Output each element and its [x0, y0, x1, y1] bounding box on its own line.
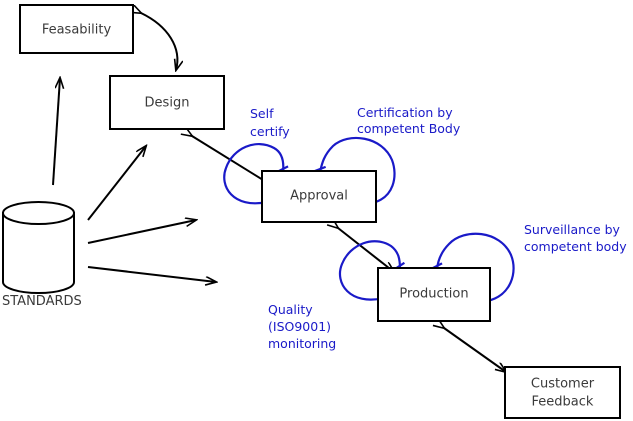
label-self-certify: Self certify — [250, 106, 290, 139]
standards-label: STANDARDS — [2, 294, 82, 309]
standards-cylinder-top — [2, 201, 75, 225]
loop-self-certify — [223, 143, 283, 205]
label-certification-competent-body: Certification by competent Body — [357, 105, 461, 136]
edge-standards-feasability — [52, 78, 60, 186]
customer-feedback-label-line2: Feedback — [532, 395, 594, 410]
surveillance-line2: competent body — [524, 239, 627, 254]
production-box[interactable] — [377, 267, 491, 322]
edge-approval-production — [338, 228, 394, 272]
self-certify-line2: certify — [250, 124, 290, 139]
quality-line2: (ISO9001) — [268, 319, 331, 334]
feasability-box[interactable] — [19, 4, 134, 54]
node-production[interactable]: Production — [377, 267, 491, 322]
node-standards[interactable]: STANDARDS — [1, 201, 82, 309]
surveillance-line1: Surveillance by — [524, 222, 621, 237]
edge-standards-design — [87, 146, 146, 221]
quality-line3: monitoring — [268, 336, 336, 351]
loop-quality-monitoring — [338, 240, 400, 301]
feasability-label: Feasability — [42, 23, 112, 38]
loop-surveillance-competent-body — [437, 232, 515, 303]
edge-standards-approval — [87, 220, 196, 244]
approval-box[interactable] — [261, 170, 377, 223]
loop-certification-competent-body — [320, 136, 396, 205]
approval-label: Approval — [290, 189, 348, 204]
certification-line2: competent Body — [357, 121, 461, 136]
customer-feedback-label-line1: Customer — [531, 377, 595, 392]
design-box[interactable] — [109, 75, 225, 130]
edge-standards-production — [87, 266, 216, 282]
node-design[interactable]: Design — [109, 75, 225, 130]
label-surveillance-competent-body: Surveillance by competent body — [524, 222, 627, 254]
edge-feasability-design — [141, 13, 177, 70]
standards-cylinder-body[interactable] — [1, 212, 75, 294]
customer-feedback-box[interactable] — [504, 366, 621, 419]
edge-production-customer-feedback — [444, 328, 506, 372]
quality-line1: Quality — [268, 302, 313, 317]
design-label: Design — [145, 96, 190, 111]
label-quality-monitoring: Quality (ISO9001) monitoring — [268, 302, 336, 351]
production-label: Production — [399, 287, 468, 302]
node-customer-feedback[interactable]: Customer Feedback — [504, 366, 621, 419]
node-feasability[interactable]: Feasability — [19, 4, 134, 54]
self-certify-line1: Self — [250, 106, 274, 121]
node-approval[interactable]: Approval — [261, 170, 377, 223]
certification-line1: Certification by — [357, 105, 453, 120]
